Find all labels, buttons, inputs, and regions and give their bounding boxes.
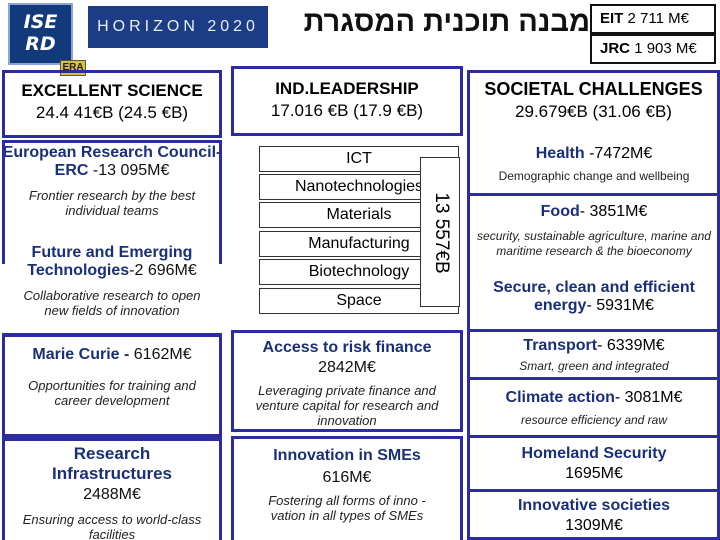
jrc-amount: 1 903 M€ <box>634 40 697 57</box>
transport-desc: Smart, green and integrated <box>519 359 669 373</box>
leit-total-text: 13 557€B <box>431 192 452 274</box>
fet-name: Future and Emerging Technologies <box>27 244 193 279</box>
climate-name: Climate action <box>505 389 615 406</box>
health-title: Health -7472M€ <box>474 145 714 163</box>
pillar-budget: 17.016 €B (17.9 €B) <box>270 101 424 120</box>
energy-title: Secure, clean and efficient energy- 5931… <box>474 279 714 315</box>
jrc-budget-box: JRC 1 903 M€ <box>590 34 716 64</box>
header: ISE RD ERA HORIZON 2020 מבנה תוכנית המסג… <box>0 0 720 76</box>
excellent-science-column: EXCELLENT SCIENCE 24.4 41€B (24.5 €B) Eu… <box>2 70 222 540</box>
climate-block: Climate action- 3081M€ resource efficien… <box>474 389 714 428</box>
energy-amount: - 5931M€ <box>586 297 655 314</box>
industrial-leadership-header: IND.LEADERSHIP 17.016 €B (17.9 €B) <box>231 66 463 136</box>
erc-amount: -13 095M€ <box>88 162 170 179</box>
risk-finance-title: Access to risk finance <box>262 339 432 356</box>
risk-finance-desc: Leveraging private finance and venture c… <box>255 383 439 428</box>
security-amount: 1695M€ <box>565 465 623 482</box>
pillar-budget: 29.679€B (31.06 €B) <box>515 102 672 121</box>
societies-title: Innovative societies <box>517 497 671 514</box>
health-block: Health -7472M€ Demographic change and we… <box>474 145 714 184</box>
marie-curie-name: Marie Curie - <box>32 346 130 363</box>
eit-label: EIT <box>600 10 624 27</box>
transport-block: Transport- 6339M€ Smart, green and integ… <box>474 337 714 374</box>
marie-curie-amount: 6162M€ <box>129 346 192 363</box>
food-desc: security, sustainable agriculture, marin… <box>477 229 711 258</box>
health-name: Health <box>535 145 585 162</box>
sme-desc: Fostering all forms of inno - vation in … <box>268 493 426 523</box>
divider <box>470 377 717 380</box>
climate-amount: - 3081M€ <box>614 389 683 406</box>
pillar-title: SOCIETAL CHALLENGES <box>484 79 703 99</box>
health-amount: -7472M€ <box>584 145 653 162</box>
food-amount: - 3851M€ <box>579 203 648 220</box>
food-block: Food- 3851M€ security, sustainable agric… <box>474 203 714 259</box>
logo-line1: ISE <box>23 11 58 33</box>
fet-title: Future and Emerging Technologies-2 696M€ <box>2 244 222 280</box>
innovative-societies-block: Innovative societies 1309M€ <box>474 497 714 535</box>
fet-desc: Collaborative research to open new field… <box>23 288 201 318</box>
erc-block: European Research Council-ERC -13 095M€ … <box>2 142 222 240</box>
ri-amount: 2488M€ <box>83 486 141 503</box>
divider <box>2 434 222 437</box>
risk-finance-amount: 2842M€ <box>318 359 376 376</box>
leit-total-vertical: 13 557€B <box>420 157 460 307</box>
divider <box>470 193 717 196</box>
logo-line2: RD <box>25 33 56 55</box>
transport-name: Transport <box>523 337 598 354</box>
sme-title: Innovation in SMEs <box>273 447 421 464</box>
divider <box>470 435 717 438</box>
jrc-label: JRC <box>600 40 631 57</box>
divider <box>2 333 222 336</box>
erc-desc: Frontier research by the best individual… <box>28 188 196 218</box>
energy-name: Secure, clean and efficient energy <box>493 279 695 314</box>
horizon-2020-banner: HORIZON 2020 <box>88 6 268 48</box>
fet-block: Future and Emerging Technologies-2 696M€… <box>2 240 222 330</box>
food-title: Food- 3851M€ <box>474 203 714 221</box>
iserd-logo: ISE RD <box>8 3 73 65</box>
erc-title: European Research Council-ERC -13 095M€ <box>2 144 222 180</box>
research-infrastructures-block: Research Infrastructures 2488M€ Ensuring… <box>2 438 222 540</box>
divider <box>470 329 717 332</box>
climate-title: Climate action- 3081M€ <box>474 389 714 407</box>
fet-amount: -2 696M€ <box>129 262 197 279</box>
sme-innovation-block: Innovation in SMEs 616M€ Fostering all f… <box>231 436 463 540</box>
transport-title: Transport- 6339M€ <box>474 337 714 355</box>
security-title: Homeland Security <box>521 445 667 462</box>
societal-challenges-column: SOCIETAL CHALLENGES 29.679€B (31.06 €B) … <box>467 70 720 540</box>
security-block: Homeland Security 1695M€ <box>474 445 714 483</box>
ri-desc: Ensuring access to world-class facilitie… <box>22 512 202 540</box>
marie-curie-desc: Opportunities for training and career de… <box>28 378 196 408</box>
eit-amount: 2 711 M€ <box>627 10 689 27</box>
risk-finance-block: Access to risk finance 2842M€ Leveraging… <box>231 330 463 432</box>
eit-budget-box: EIT 2 711 M€ <box>590 4 716 34</box>
transport-amount: - 6339M€ <box>597 337 665 354</box>
ri-title: Research Infrastructures <box>52 444 172 483</box>
divider <box>470 489 717 492</box>
societies-amount: 1309M€ <box>565 517 623 534</box>
marie-curie-title: Marie Curie - 6162M€ <box>2 346 222 364</box>
food-name: Food <box>540 203 580 220</box>
pillar-title: EXCELLENT SCIENCE <box>21 81 203 100</box>
erc-name: European Research Council-ERC <box>2 144 222 179</box>
pillar-title: IND.LEADERSHIP <box>275 79 419 98</box>
health-desc: Demographic change and wellbeing <box>498 169 690 183</box>
climate-desc: resource efficiency and raw <box>520 413 668 427</box>
pillar-budget: 24.4 41€B (24.5 €B) <box>35 103 189 122</box>
energy-block: Secure, clean and efficient energy- 5931… <box>474 279 714 315</box>
marie-curie-block: Marie Curie - 6162M€ Opportunities for t… <box>2 338 222 434</box>
excellent-science-header: EXCELLENT SCIENCE 24.4 41€B (24.5 €B) <box>2 70 222 138</box>
sme-amount: 616M€ <box>322 469 372 486</box>
page-title: מבנה תוכנית המסגרת <box>303 6 590 38</box>
